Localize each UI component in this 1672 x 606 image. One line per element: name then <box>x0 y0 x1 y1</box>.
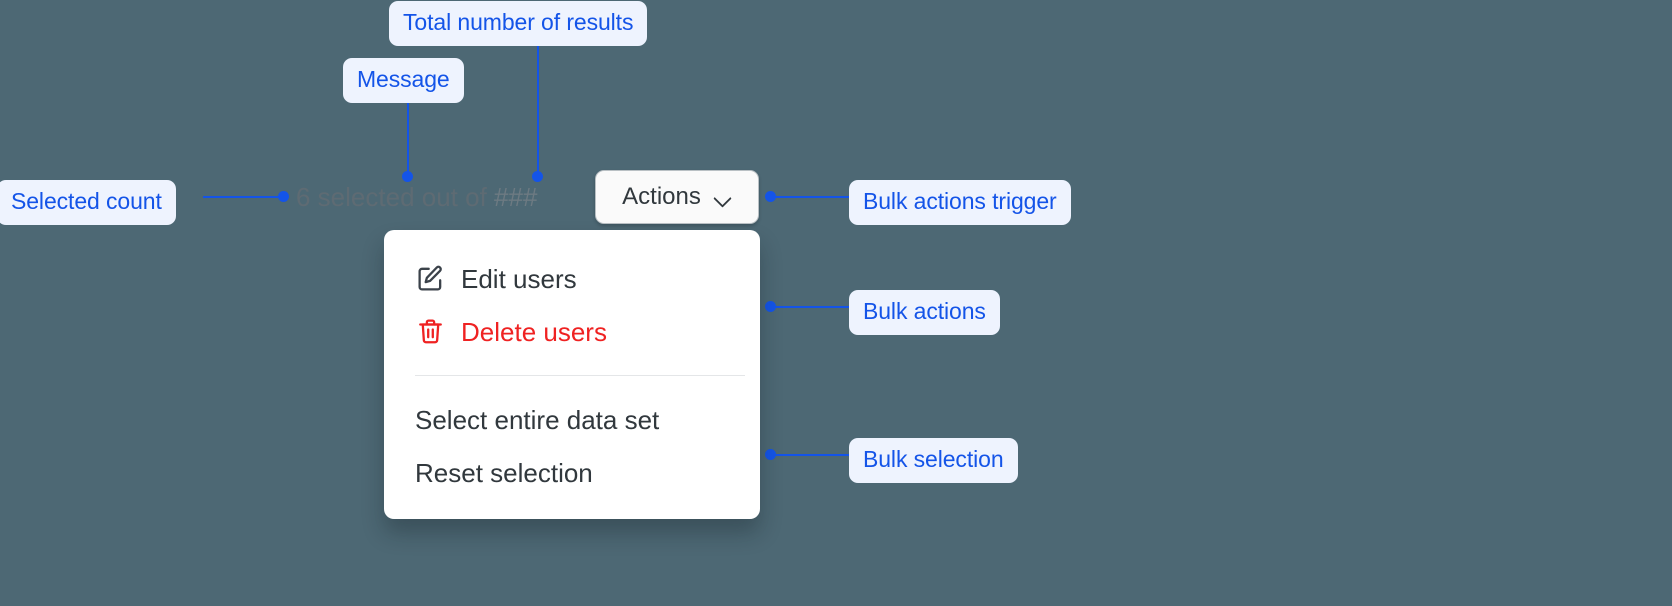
annotation-label-bulk-selection: Bulk selection <box>849 438 1018 483</box>
annotation-label-bulk-actions: Bulk actions <box>849 290 1000 335</box>
menu-item-reset-selection-label: Reset selection <box>415 457 593 488</box>
menu-item-reset-selection[interactable]: Reset selection <box>384 446 760 499</box>
menu-item-select-entire-data-set[interactable]: Select entire data set <box>384 393 760 446</box>
connector-line-bulk-actions-trigger <box>772 196 854 198</box>
connector-dot-selected-count <box>278 191 289 202</box>
bulk-actions-dropdown-menu[interactable]: Edit users Delete users Select entire da… <box>384 230 760 519</box>
total-results-placeholder: ### <box>494 182 538 212</box>
pencil-square-icon <box>415 264 445 294</box>
annotation-label-total-results: Total number of results <box>389 1 648 46</box>
selected-count-message: 6 selected out of ### <box>296 180 537 214</box>
annotation-label-message: Message <box>343 58 464 103</box>
connector-line-selected-count <box>203 196 285 198</box>
chevron-down-icon <box>715 192 732 202</box>
menu-item-delete-users[interactable]: Delete users <box>384 305 760 358</box>
connector-dot-bulk-selection <box>765 449 776 460</box>
bulk-actions-trigger-label: Actions <box>622 183 701 210</box>
connector-dot-bulk-actions-trigger <box>765 191 776 202</box>
menu-item-select-entire-data-set-label: Select entire data set <box>415 404 660 435</box>
connector-line-total-results <box>537 39 539 178</box>
connector-line-bulk-actions <box>772 306 854 308</box>
connector-dot-bulk-actions <box>765 301 776 312</box>
menu-divider <box>415 375 745 376</box>
menu-item-delete-users-label: Delete users <box>461 316 607 347</box>
trash-icon <box>415 317 445 347</box>
annotation-label-bulk-actions-trigger: Bulk actions trigger <box>849 180 1071 225</box>
connector-line-bulk-selection <box>772 454 854 456</box>
annotation-label-selected-count: Selected count <box>0 180 176 225</box>
selected-count-text: 6 selected out of <box>296 182 495 212</box>
connector-dot-total-results <box>532 171 543 182</box>
menu-item-edit-users[interactable]: Edit users <box>384 252 760 305</box>
connector-line-message <box>407 96 409 178</box>
connector-dot-message <box>402 171 413 182</box>
menu-item-edit-users-label: Edit users <box>461 263 577 294</box>
bulk-actions-trigger-button[interactable]: Actions <box>595 170 759 224</box>
